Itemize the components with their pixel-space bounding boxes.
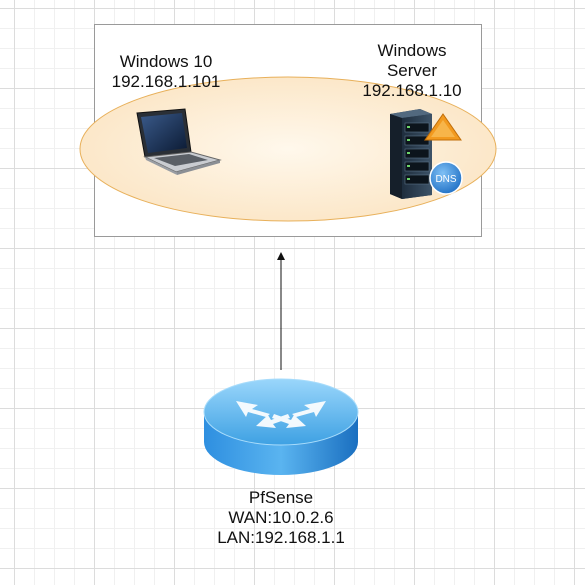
- server-ip: 192.168.1.10: [362, 81, 462, 100]
- dns-badge-label: DNS: [435, 174, 456, 185]
- router-icon: [203, 378, 359, 475]
- windows10-ip: 192.168.1.101: [111, 72, 221, 91]
- pfsense-wan: WAN:10.0.2.6: [228, 508, 334, 527]
- laptop-icon: [136, 108, 222, 175]
- windows10-name: Windows 10: [119, 52, 213, 71]
- pfsense-lan: LAN:192.168.1.1: [217, 528, 345, 547]
- server-name-line1: Windows: [377, 41, 447, 60]
- warning-triangle-icon: [424, 113, 462, 141]
- pfsense-name: PfSense: [248, 488, 314, 507]
- server-rack-icon: [390, 109, 432, 199]
- server-label: Windows Server 192.168.1.10: [342, 41, 482, 101]
- dns-globe-icon: DNS: [429, 161, 463, 195]
- pfsense-label: PfSense WAN:10.0.2.6 LAN:192.168.1.1: [201, 488, 361, 548]
- server-name-line2: Server: [386, 61, 438, 80]
- windows10-label: Windows 10 192.168.1.101: [96, 52, 236, 92]
